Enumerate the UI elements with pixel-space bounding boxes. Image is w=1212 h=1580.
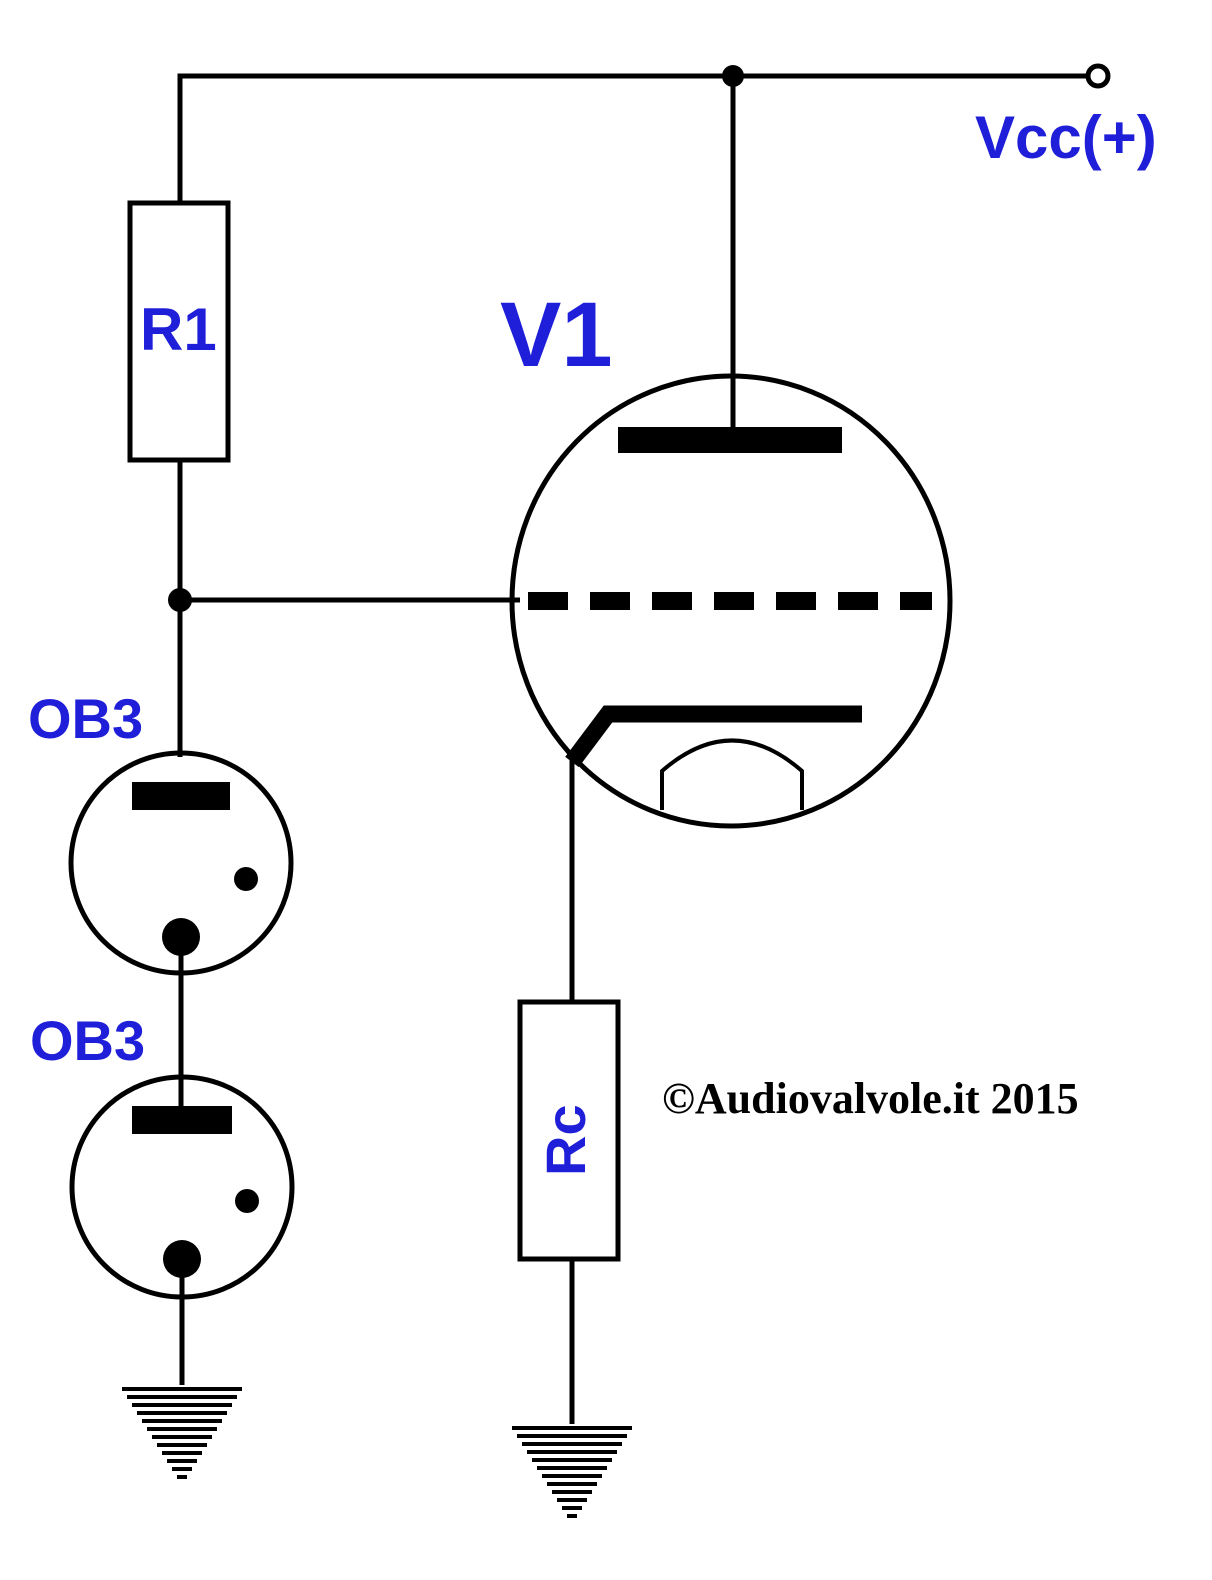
v1-label: V1 bbox=[500, 284, 613, 386]
triode-v1 bbox=[509, 76, 953, 1002]
ob3-bottom-label: OB3 bbox=[30, 1009, 145, 1072]
ob3-tube-top bbox=[68, 750, 294, 1108]
ob3-top-small-electrode bbox=[234, 867, 258, 891]
copyright-text: ©Audiovalvole.it 2015 bbox=[662, 1074, 1079, 1123]
vcc-terminal bbox=[1085, 63, 1111, 89]
rc-label: Rc bbox=[534, 1104, 597, 1176]
supply-wire bbox=[177, 73, 1090, 203]
triode-cathode bbox=[565, 705, 862, 768]
ob3-tube-bottom bbox=[69, 1074, 295, 1385]
resistor-rc-body bbox=[517, 999, 621, 1262]
ob3-bottom-small-electrode bbox=[235, 1189, 259, 1213]
ground-symbol-right bbox=[512, 1426, 632, 1518]
resistor-rc bbox=[517, 999, 621, 1424]
ob3-top-label: OB3 bbox=[28, 687, 143, 750]
ground-symbol-left bbox=[122, 1387, 242, 1479]
triode-heater bbox=[660, 738, 804, 810]
supply-rail bbox=[177, 63, 1111, 203]
resistor-r1 bbox=[127, 200, 231, 757]
vcc-label: Vcc(+) bbox=[975, 104, 1157, 171]
r1-label: R1 bbox=[140, 296, 217, 363]
